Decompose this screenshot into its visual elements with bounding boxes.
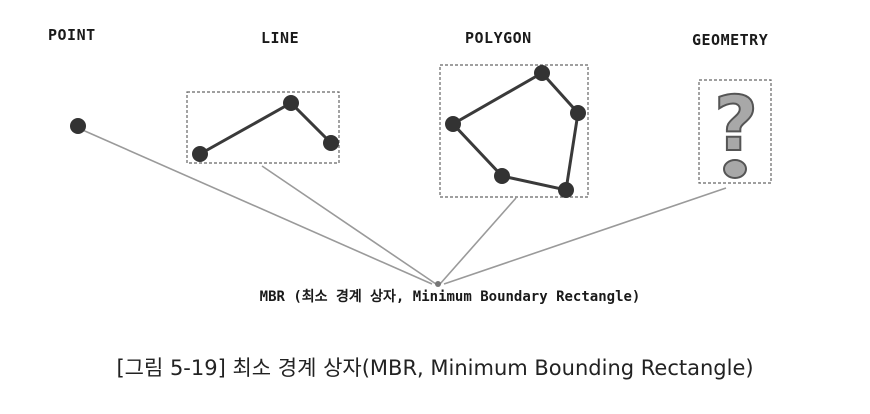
mbr-point-dot bbox=[435, 281, 441, 287]
line-vertex-1 bbox=[192, 146, 208, 162]
connector-lines bbox=[77, 127, 727, 285]
point-vertex bbox=[70, 118, 86, 134]
connector-geometry bbox=[443, 187, 727, 285]
label-polygon: POLYGON bbox=[465, 29, 532, 47]
connector-polygon bbox=[439, 197, 517, 285]
polygon-shape bbox=[439, 64, 589, 198]
line-shape bbox=[186, 91, 340, 164]
polygon-vertex-1 bbox=[534, 65, 550, 81]
line-vertex-3 bbox=[323, 135, 339, 151]
line-mbr-box bbox=[186, 91, 340, 164]
polygon-vertex-3 bbox=[558, 182, 574, 198]
line-vertex-2 bbox=[283, 95, 299, 111]
mbr-caption: MBR (최소 경계 상자, Minimum Boundary Rectangl… bbox=[259, 289, 641, 305]
connector-point bbox=[77, 127, 433, 285]
figure-caption: [그림 5-19] 최소 경계 상자(MBR, Minimum Bounding… bbox=[116, 356, 754, 380]
mbr-point bbox=[435, 281, 441, 287]
label-geometry: GEOMETRY bbox=[692, 31, 769, 49]
label-line: LINE bbox=[261, 29, 300, 47]
question-mark-icon: ? bbox=[713, 79, 759, 168]
polygon-vertex-4 bbox=[494, 168, 510, 184]
point-shape bbox=[70, 118, 86, 134]
label-point: POINT bbox=[48, 26, 96, 44]
geometry-mbr-box bbox=[698, 79, 772, 184]
polygon-path bbox=[450, 71, 580, 192]
geometry-dot bbox=[723, 159, 747, 179]
polygon-vertex-5 bbox=[445, 116, 461, 132]
connector-line bbox=[261, 165, 437, 285]
line-path bbox=[199, 101, 333, 156]
geometry-shape bbox=[698, 79, 772, 184]
polygon-vertex-2 bbox=[570, 105, 586, 121]
